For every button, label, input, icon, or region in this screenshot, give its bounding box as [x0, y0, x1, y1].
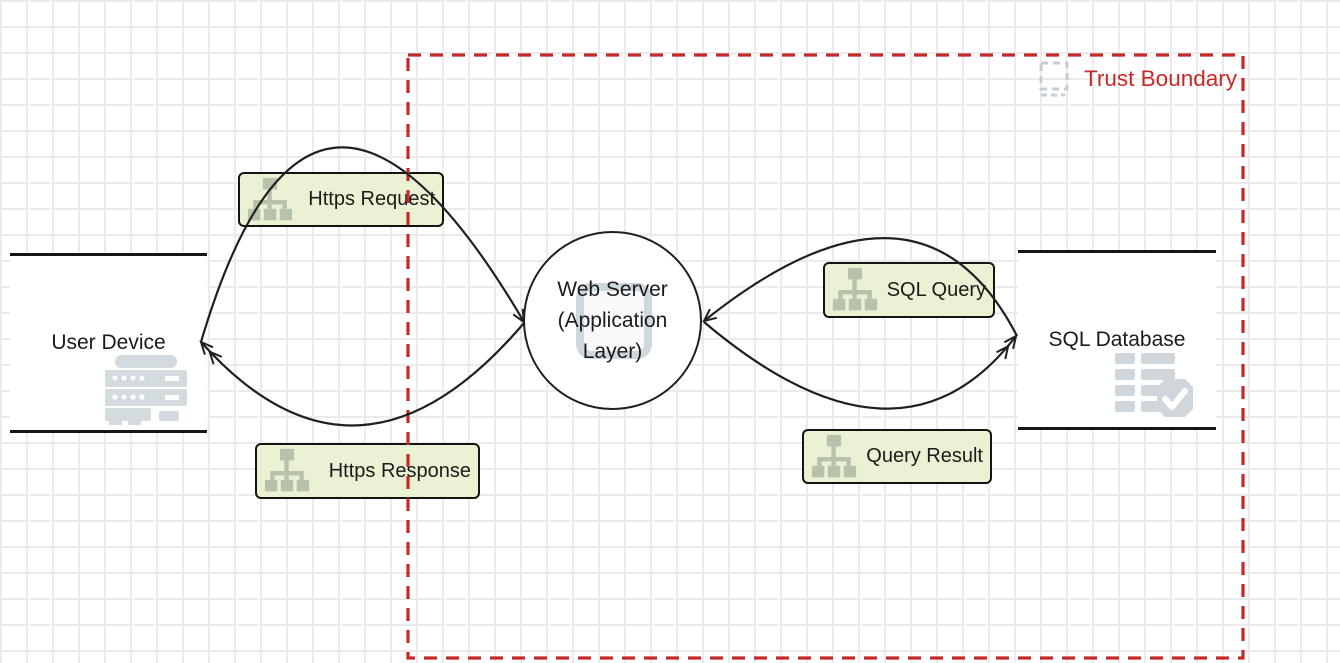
trust-boundary-label: Trust Boundary — [1084, 66, 1237, 91]
flow-label-https-request[interactable]: Https Request — [238, 172, 444, 227]
flow-label-sql-query[interactable]: SQL Query — [823, 262, 995, 318]
trust-boundary-icon — [1039, 61, 1069, 97]
sql-database-label: SQL Database — [1048, 328, 1186, 351]
user-device-icon — [105, 355, 187, 425]
node-user-device[interactable]: User Device — [10, 253, 207, 433]
flow-arrow-https-response[interactable] — [201, 322, 525, 427]
dataflow-icon — [247, 177, 293, 220]
node-web-server[interactable]: Web Server (Application Layer) — [523, 231, 702, 410]
https-response-double-arrowhead — [208, 349, 223, 365]
flow-label-text: Query Result — [866, 445, 983, 467]
dataflow-icon — [264, 448, 310, 492]
web-server-label-line3: Layer) — [582, 340, 643, 363]
dataflow-icon — [811, 434, 857, 477]
flow-label-text: Https Response — [328, 459, 471, 482]
flow-label-text: Https Request — [308, 188, 435, 210]
web-server-label-line2: (Application — [557, 309, 668, 332]
node-sql-database[interactable]: SQL Database — [1018, 250, 1216, 430]
database-icon — [1115, 353, 1193, 417]
flow-label-text: SQL Query — [886, 278, 986, 301]
trust-boundary-label-group[interactable]: Trust Boundary — [1038, 60, 1237, 98]
query-result-double-arrowhead — [996, 344, 1010, 360]
user-device-label: User Device — [51, 331, 166, 354]
dataflow-icon — [832, 267, 878, 311]
flow-arrow-query-result[interactable] — [703, 321, 1016, 410]
web-server-label-line1: Web Server — [557, 278, 668, 301]
flow-label-query-result[interactable]: Query Result — [802, 429, 992, 484]
flow-label-https-response[interactable]: Https Response — [255, 443, 480, 499]
